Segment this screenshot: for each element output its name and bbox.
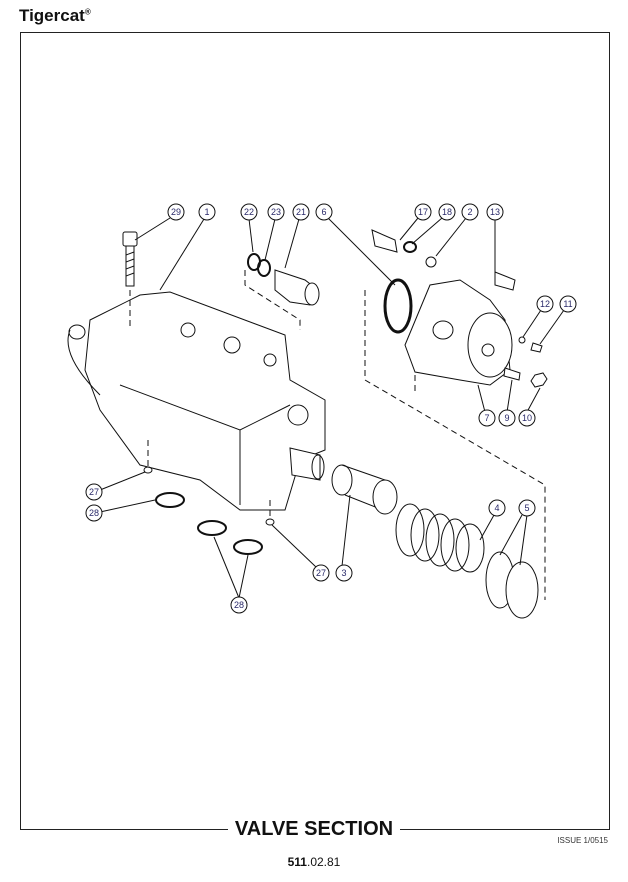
callout-label: 11 [563,299,572,309]
callout: 29 [167,203,185,221]
callout: 23 [267,203,285,221]
callout-label: 29 [171,207,181,217]
callout-label: 3 [341,568,346,578]
page-number-rest: .02.81 [306,855,341,869]
callout: 4 [488,499,506,517]
spring-assembly-part [331,464,539,619]
callout: 13 [486,203,504,221]
issue-label: ISSUE 1/0515 [557,836,608,845]
callout-label: 5 [524,503,529,513]
plug-part [247,253,320,306]
page-number-bold: 511 [287,855,307,869]
brand-name: Tigercat [19,6,85,25]
callout: 21 [292,203,310,221]
callout-label: 27 [316,568,326,578]
o-ring-part [143,466,275,555]
callout: 11 [559,295,577,313]
callout-label: 6 [321,207,326,217]
callout-label: 28 [234,600,244,610]
callout-label: 4 [494,503,499,513]
brand-logo: Tigercat® [19,6,91,26]
callout: 7 [478,409,496,427]
callout-label: 28 [89,508,99,518]
callout-label: 1 [204,207,209,217]
callout: 3 [335,564,353,582]
leader-lines [99,217,565,599]
callout: 28 [230,596,248,614]
end-cover-part [371,229,548,388]
callout: 28 [85,504,103,522]
valve-body-part [67,291,326,511]
callout-label: 10 [522,413,532,423]
callout: 17 [414,203,432,221]
callout-label: 2 [467,207,472,217]
callout-label: 12 [540,299,550,309]
capscrew-part [122,231,138,287]
callout-label: 9 [504,413,509,423]
callout-label: 22 [244,207,254,217]
callout-label: 17 [418,207,428,217]
callout-label: 7 [484,413,489,423]
callout: 6 [315,203,333,221]
callouts: 29 1 22 23 21 6 17 18 2 13 12 11 7 9 10 … [85,203,577,614]
callout: 9 [498,409,516,427]
callout: 18 [438,203,456,221]
callout-label: 23 [271,207,281,217]
callout: 12 [536,295,554,313]
frame-line [20,829,228,830]
callout: 2 [461,203,479,221]
callout: 1 [198,203,216,221]
section-title: VALVE SECTION [234,818,394,840]
page-number: 511.02.81 [0,855,628,869]
callout: 27 [312,564,330,582]
diagram-frame [20,32,610,830]
callout-label: 21 [296,207,306,217]
callout: 5 [518,499,536,517]
callout: 27 [85,483,103,501]
callout: 10 [518,409,536,427]
callout: 22 [240,203,258,221]
callout-label: 13 [490,207,500,217]
registered-mark: ® [84,7,91,17]
assembly-lines [129,270,546,600]
callout-label: 18 [442,207,452,217]
frame-line [400,829,609,830]
callout-label: 27 [89,487,99,497]
